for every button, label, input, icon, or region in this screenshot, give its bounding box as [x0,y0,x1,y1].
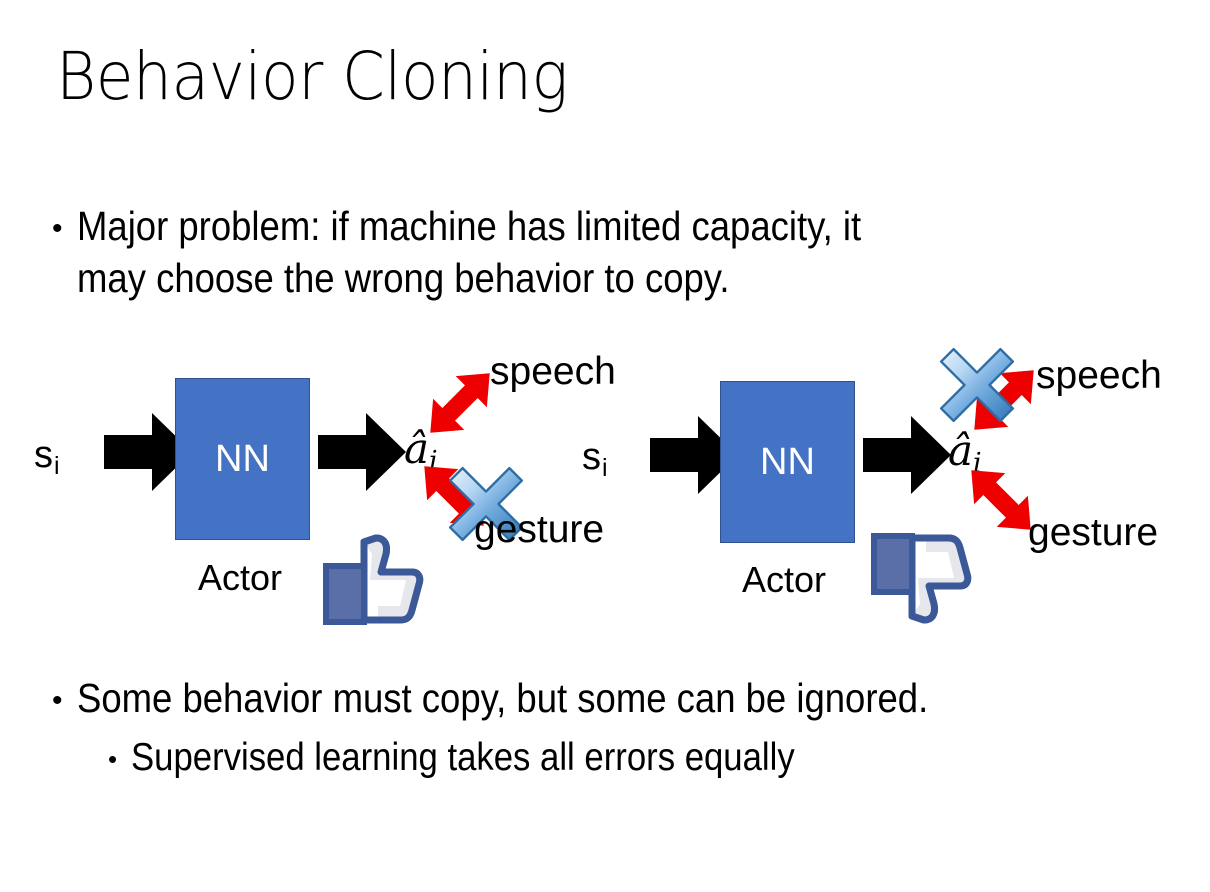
state-input-label: si [582,436,608,482]
thumbs-up-icon [320,530,426,630]
input-arrow-icon [650,416,738,494]
bullet-text: Major problem: if machine has limited ca… [76,203,861,302]
bullet-supervised-learning: • Supervised learning takes all errors e… [108,733,1168,783]
bullet-some-behavior: • Some behavior must copy, but some can … [52,672,1162,724]
action-output-label: âi [404,424,438,477]
action-output-label: âi [948,426,982,479]
bullet-marker-icon: • [52,684,63,717]
speech-output-label: speech [490,350,616,393]
bullet-marker-icon: • [52,212,63,245]
gesture-output-label: gesture [1028,511,1159,554]
thumbs-down-icon [868,528,974,628]
gesture-arrow-icon [951,450,1051,550]
state-input-label: si [34,434,60,480]
output-arrow-icon [863,416,951,494]
output-arrow-icon [318,413,406,491]
bullet-text: Supervised learning takes all errors equ… [131,736,795,779]
bullet-marker-icon: • [108,744,118,774]
diagram-left-good-case: si NN Actor âi [22,340,616,640]
neural-network-box-label: NN [215,438,270,480]
neural-network-box: NN [720,381,855,543]
cross-out-gesture-icon [447,465,525,543]
page-title: Behavior Cloning [56,38,568,115]
speech-arrow-icon [410,353,510,453]
gesture-output-label: gesture [474,508,605,551]
input-arrow-icon [104,413,192,491]
neural-network-box: NN [175,378,310,540]
neural-network-box-label: NN [760,441,815,483]
diagram-right-bad-case: si NN Actor âi [568,340,1162,640]
cross-out-speech-icon [938,346,1016,424]
bullet-major-problem: • Major problem: if machine has limited … [52,200,1162,305]
actor-caption: Actor [198,557,283,598]
actor-caption: Actor [742,559,827,600]
speech-output-label: speech [1036,354,1162,397]
bullet-text: Some behavior must copy, but some can be… [76,675,928,721]
